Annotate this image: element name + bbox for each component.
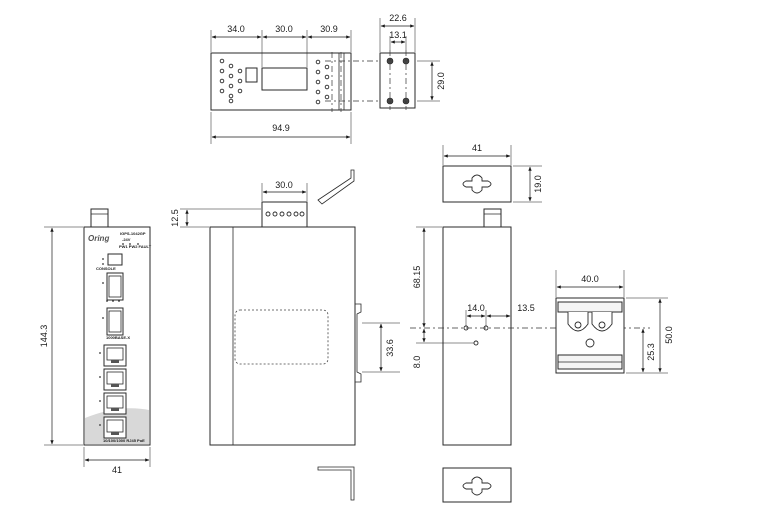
top-view: 34.0 30.0 30.9 94.9 <box>210 24 415 144</box>
poe-label: 10/100/1000 RJ45 PoE <box>103 438 145 443</box>
rear-power-connector <box>483 208 502 228</box>
dim-rear-top-width: 41 <box>472 143 482 153</box>
din-clip-hole-2 <box>598 321 606 329</box>
dim-top-total: 94.9 <box>272 123 290 133</box>
sfp-port-1 <box>106 272 124 301</box>
dim-rear-hole-spacing: 14.0 <box>467 303 485 313</box>
dim-din-width: 40.0 <box>581 274 599 284</box>
din-clip-side <box>355 303 362 383</box>
dim-terminal-height: 12.5 <box>170 209 180 227</box>
side-label-area <box>234 309 329 365</box>
sfp-port-2 <box>106 307 124 336</box>
model-label: IGPS-1042GP <box>120 231 146 236</box>
dim-din-hole-height: 25.3 <box>646 343 656 361</box>
dim-rear-hole-height: 68.15 <box>412 266 422 289</box>
dim-bracket-hole-spacing: 13.1 <box>389 30 407 40</box>
din-clip-hole-3 <box>585 338 595 348</box>
bracket-top-profile <box>317 169 355 205</box>
dim-front-width: 41 <box>112 465 122 475</box>
top-terminal-block <box>261 67 308 91</box>
din-clip-hole-1 <box>574 321 582 329</box>
dim-front-height: 144.3 <box>39 325 49 348</box>
rj45-port-1 <box>103 344 127 367</box>
dim-bracket-height: 29.0 <box>436 72 446 90</box>
console-label: CONSOLE <box>96 266 116 271</box>
rear-body <box>442 226 512 446</box>
brand-logo: Oring <box>88 234 109 243</box>
dim-rear-top-height: 19.0 <box>533 175 543 193</box>
led-labels: PW1 PW2 FAULT <box>119 244 152 249</box>
front-power-connector <box>90 208 109 228</box>
dim-rear-hole-offset: 13.5 <box>517 303 535 313</box>
side-body <box>209 226 356 446</box>
rear-view: 41 19.0 68.15 8.0 14.0 13.5 <box>410 143 650 503</box>
dim-top-width-a: 34.0 <box>227 24 245 34</box>
rear-bottom-slot <box>462 476 492 496</box>
top-vent-holes <box>219 58 330 105</box>
top-small-connector <box>245 67 258 83</box>
dim-top-width-c: 30.9 <box>320 24 338 34</box>
rj45-port-2 <box>103 368 127 391</box>
front-view: Oring IGPS-1042GP -24V PW1 PW2 FAULT CON… <box>39 208 152 475</box>
dim-rear-hole-bottom: 8.0 <box>412 356 422 369</box>
sfp-group-label: 1000BASE-X <box>106 335 130 340</box>
rear-hole-3 <box>473 340 479 346</box>
bracket-plate <box>379 52 416 109</box>
bracket-view: 22.6 13.1 29.0 <box>379 13 446 110</box>
dim-top-width-b: 30.0 <box>275 24 293 34</box>
rj45-port-4 <box>103 416 127 439</box>
rear-top-slot <box>462 174 492 194</box>
console-port <box>107 253 123 266</box>
terminal-screws <box>265 211 305 217</box>
side-view: 30.0 12.5 33.6 <box>170 169 400 501</box>
dim-slot-spacing: 33.6 <box>385 339 395 357</box>
dim-din-height: 50.0 <box>664 326 674 344</box>
dim-terminal-width: 30.0 <box>275 180 293 190</box>
din-clip-view: 40.0 50.0 25.3 <box>555 270 674 374</box>
bracket-bottom-profile <box>317 466 355 501</box>
rj45-ports <box>99 344 127 439</box>
rj45-port-3 <box>103 392 127 415</box>
dim-bracket-width: 22.6 <box>389 13 407 23</box>
model-suffix-label: -24V <box>122 237 131 242</box>
